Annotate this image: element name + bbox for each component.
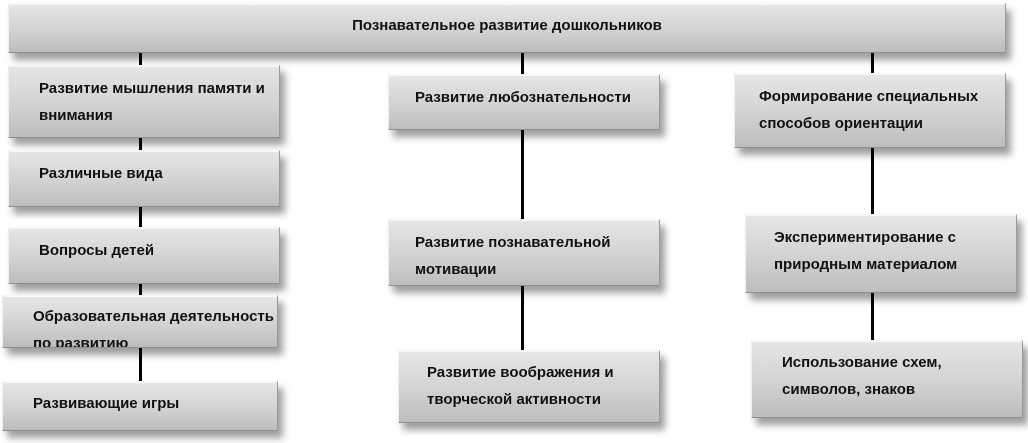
node-middle-1: Развитие любознательности — [388, 74, 660, 130]
node-label: Экспериментирование с природным материал… — [774, 229, 958, 273]
node-label: Развитие мышления памяти и внимания — [39, 80, 265, 124]
diagram-title: Познавательное развитие дошкольников — [352, 17, 662, 34]
node-left-1: Развитие мышления памяти и внимания — [8, 65, 280, 138]
node-left-3: Вопросы детей — [8, 227, 280, 284]
node-label: Развитие познавательной мотивации — [415, 234, 611, 278]
connector-left — [139, 50, 142, 385]
node-label: Вопросы детей — [39, 242, 155, 259]
node-left-2: Различные вида — [8, 150, 280, 207]
node-middle-2: Развитие познавательной мотивации — [388, 219, 660, 286]
node-label: Развивающие игры — [33, 395, 180, 412]
node-middle-3: Развитие воображения и творческой активн… — [398, 350, 660, 423]
connector-middle — [521, 50, 524, 360]
node-label: Развитие воображения и творческой активн… — [427, 364, 614, 408]
node-right-3: Использование схем, символов, знаков — [751, 340, 1023, 418]
node-right-2: Экспериментирование с природным материал… — [745, 214, 1017, 293]
node-label: Использование схем, символов, знаков — [782, 354, 942, 398]
node-label: Образовательная деятельность по развитию — [33, 308, 274, 348]
node-left-5: Развивающие игры — [2, 381, 278, 431]
node-label: Формирование специальных способов ориент… — [759, 88, 979, 132]
node-right-1: Формирование специальных способов ориент… — [734, 73, 1006, 148]
connector-right — [871, 50, 874, 350]
node-left-4: Образовательная деятельность по развитию — [2, 295, 278, 348]
node-label: Различные вида — [39, 165, 163, 182]
diagram-title-box: Познавательное развитие дошкольников — [8, 3, 1006, 53]
node-label: Развитие любознательности — [415, 89, 631, 106]
